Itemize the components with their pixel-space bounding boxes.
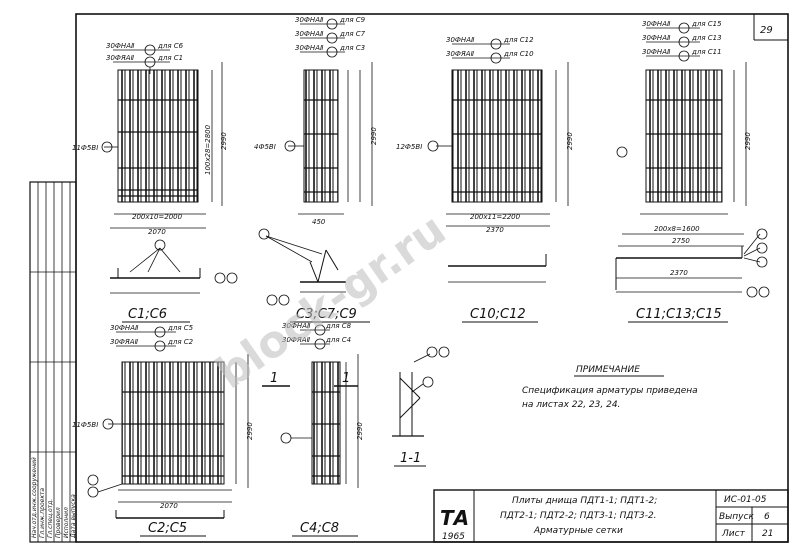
signature-row-5: Исполнил bbox=[63, 507, 70, 538]
c11-height: 2990 bbox=[744, 132, 752, 150]
c3-rebar-3-target: для С3 bbox=[339, 44, 365, 52]
title-block bbox=[433, 489, 789, 543]
c2-caption: С2;С5 bbox=[148, 521, 187, 536]
signature-row-6: Дата выпуска bbox=[70, 494, 77, 539]
stamp-series: ИС-01-05 bbox=[724, 495, 767, 505]
c1-rebar-1-target: для С6 bbox=[157, 42, 184, 50]
c2-rebar-2: 30ФЯАⅡ bbox=[110, 338, 139, 346]
mesh-c2-c5 bbox=[87, 326, 249, 503]
c1-rebar-1: 30ФНАⅡ bbox=[106, 42, 135, 50]
mesh-c4-c8 bbox=[280, 324, 359, 488]
c3-height: 2990 bbox=[370, 127, 378, 145]
c10-span: 200х11=2200 bbox=[470, 213, 521, 221]
c11-width-2: 2370 bbox=[670, 269, 688, 277]
c2-rebar-2-target: для С2 bbox=[167, 338, 194, 346]
mesh-c3-c7-c9 bbox=[284, 18, 373, 215]
stamp-issue-label: Выпуск bbox=[719, 512, 754, 522]
c1-height-span: 100х28=2800 bbox=[204, 124, 212, 175]
c2-width: 2070 bbox=[160, 502, 178, 510]
c10-caption: С10;С12 bbox=[470, 307, 526, 322]
c2-section bbox=[115, 510, 225, 519]
c3-section bbox=[258, 228, 346, 306]
stamp-issue: 6 bbox=[764, 512, 770, 522]
c4-rebar-1-target: для С8 bbox=[325, 322, 352, 330]
c10-rebar-2-target: для С10 bbox=[503, 50, 534, 58]
c11-caption: С11;С13;С15 bbox=[636, 307, 722, 322]
c10-rebar-1: 30ФНАⅡ bbox=[446, 36, 475, 44]
stamp-sheet-label: Лист bbox=[721, 529, 746, 539]
signature-row-2: Гл.инж.проекта bbox=[39, 488, 46, 538]
c4-height: 2990 bbox=[356, 422, 364, 440]
stamp-title-3: Арматурные сетки bbox=[533, 526, 623, 536]
signature-row-1: Нач.отд.инж.сооружений bbox=[31, 457, 38, 538]
note-line-1: Спецификация арматуры приведена bbox=[522, 386, 698, 396]
note-heading: ПРИМЕЧАНИЕ bbox=[576, 365, 640, 375]
c10-rebar-1-target: для С12 bbox=[503, 36, 534, 44]
mesh-c1-c6 bbox=[101, 44, 223, 229]
c10-left-bar: 12Ф5ВⅠ bbox=[396, 143, 422, 151]
c3-rebar-1: 30ФНАⅡ bbox=[295, 16, 324, 24]
c4-rebar-2-target: для С4 bbox=[325, 336, 351, 344]
signature-row-3: Гл.спец.отд. bbox=[47, 499, 54, 538]
c11-span: 200х8=1600 bbox=[654, 225, 700, 233]
c3-rebar-1-target: для С9 bbox=[339, 16, 366, 24]
c1-height: 2990 bbox=[220, 132, 228, 150]
section-mark-right: 1 bbox=[342, 371, 350, 386]
c11-rebar-2: 30ФНАⅡ bbox=[642, 34, 671, 42]
c4-rebar-2: 30ФЯАⅡ bbox=[282, 336, 311, 344]
signature-row-4: Проверил bbox=[55, 507, 62, 538]
c1-rebar-2: 30ФЯАⅡ bbox=[106, 54, 135, 62]
c3-width: 450 bbox=[312, 218, 326, 226]
c1-section bbox=[110, 239, 238, 294]
stamp-title-2: ПДТ2-1; ПДТ2-2; ПДТ3-1; ПДТ3-2. bbox=[500, 511, 657, 521]
c3-rebar-2-target: для С7 bbox=[339, 30, 366, 38]
c1-rebar-2-target: для С1 bbox=[157, 54, 183, 62]
c11-width: 2750 bbox=[672, 237, 690, 245]
c4-caption: С4;С8 bbox=[300, 521, 339, 536]
c2-left-bar: 11Ф5ВⅠ bbox=[72, 421, 98, 429]
stamp-logo: ТА bbox=[440, 506, 469, 530]
note-line-2: на листах 22, 23, 24. bbox=[522, 400, 620, 410]
c10-section bbox=[448, 254, 547, 283]
c1-left-bar: 11Ф5ВⅠ bbox=[72, 144, 98, 152]
section-1-1 bbox=[392, 346, 450, 437]
c10-height: 2990 bbox=[566, 132, 574, 150]
c2-rebar-1: 30ФНАⅡ bbox=[110, 324, 139, 332]
c2-height: 2990 bbox=[246, 422, 254, 440]
c10-rebar-2: 30ФЯАⅡ bbox=[446, 50, 475, 58]
c11-rebar-3: 30ФНАⅡ bbox=[642, 48, 671, 56]
c11-rebar-2-target: для С13 bbox=[691, 34, 722, 42]
stamp-title-1: Плиты днища ПДТ1-1; ПДТ1-2; bbox=[512, 496, 657, 506]
c1-span: 200х10=2000 bbox=[132, 213, 183, 221]
stamp-sheet: 21 bbox=[762, 529, 773, 539]
c3-caption: С3;С7;С9 bbox=[296, 307, 357, 322]
signature-block bbox=[29, 181, 77, 543]
c11-section bbox=[615, 228, 770, 298]
stamp-year: 1965 bbox=[442, 532, 465, 542]
c2-rebar-1-target: для С5 bbox=[167, 324, 194, 332]
section-mark-left: 1 bbox=[270, 371, 278, 386]
c3-rebar-2: 30ФНАⅡ bbox=[295, 30, 324, 38]
mesh-c11-c13-c15 bbox=[616, 22, 747, 247]
c11-rebar-3-target: для С11 bbox=[691, 48, 722, 56]
page-number: 29 bbox=[760, 25, 773, 36]
section-1-1-caption: 1-1 bbox=[400, 451, 421, 466]
c1-width: 2070 bbox=[148, 228, 166, 236]
mesh-c10-c12 bbox=[427, 38, 569, 227]
c10-width: 2370 bbox=[486, 226, 504, 234]
c3-left-bar: 4Ф5ВⅠ bbox=[254, 143, 276, 151]
c11-rebar-1: 30ФНАⅡ bbox=[642, 20, 671, 28]
c1-caption: С1;С6 bbox=[128, 307, 167, 322]
c4-rebar-1: 30ФНАⅡ bbox=[282, 322, 311, 330]
c11-rebar-1-target: для С15 bbox=[691, 20, 722, 28]
c3-rebar-3: 30ФНАⅡ bbox=[295, 44, 324, 52]
